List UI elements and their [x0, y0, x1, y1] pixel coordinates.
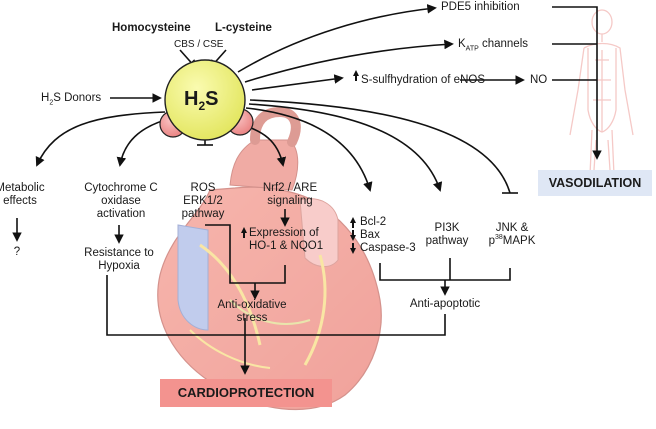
pde5-inhibition-label: PDE5 inhibition	[441, 1, 520, 13]
bax-label: Bax	[360, 229, 380, 241]
h2s-donors-label: H2S Donors	[41, 92, 102, 107]
katp-channels-label: KATP channels	[458, 38, 529, 53]
anti-apoptotic-label: Anti-apoptotic	[409, 298, 481, 310]
regulation-arrows	[241, 70, 359, 254]
h2s-center-label: H2S	[184, 88, 219, 113]
metabolic-result-label: ?	[13, 246, 21, 258]
no-label: NO	[530, 74, 548, 86]
l-cysteine-label: L-cysteine	[215, 22, 272, 34]
heart-illustration	[157, 106, 382, 411]
vasodilation-box: VASODILATION	[538, 170, 652, 196]
enzymes-label: CBS / CSE	[174, 39, 224, 50]
bcl2-label: Bcl-2	[360, 216, 387, 228]
s-sulfhydration-label: S-sulfhydration of eNOS	[361, 74, 486, 86]
cardioprotection-box: CARDIOPROTECTION	[160, 379, 332, 407]
jnk-mapk-label: JNK &p38MAPK	[488, 222, 536, 247]
h2s-molecule	[159, 59, 254, 141]
homocysteine-label: Homocysteine	[112, 22, 191, 34]
caspase-label: Caspase-3	[360, 242, 416, 254]
vascular-body-illustration	[569, 9, 634, 176]
